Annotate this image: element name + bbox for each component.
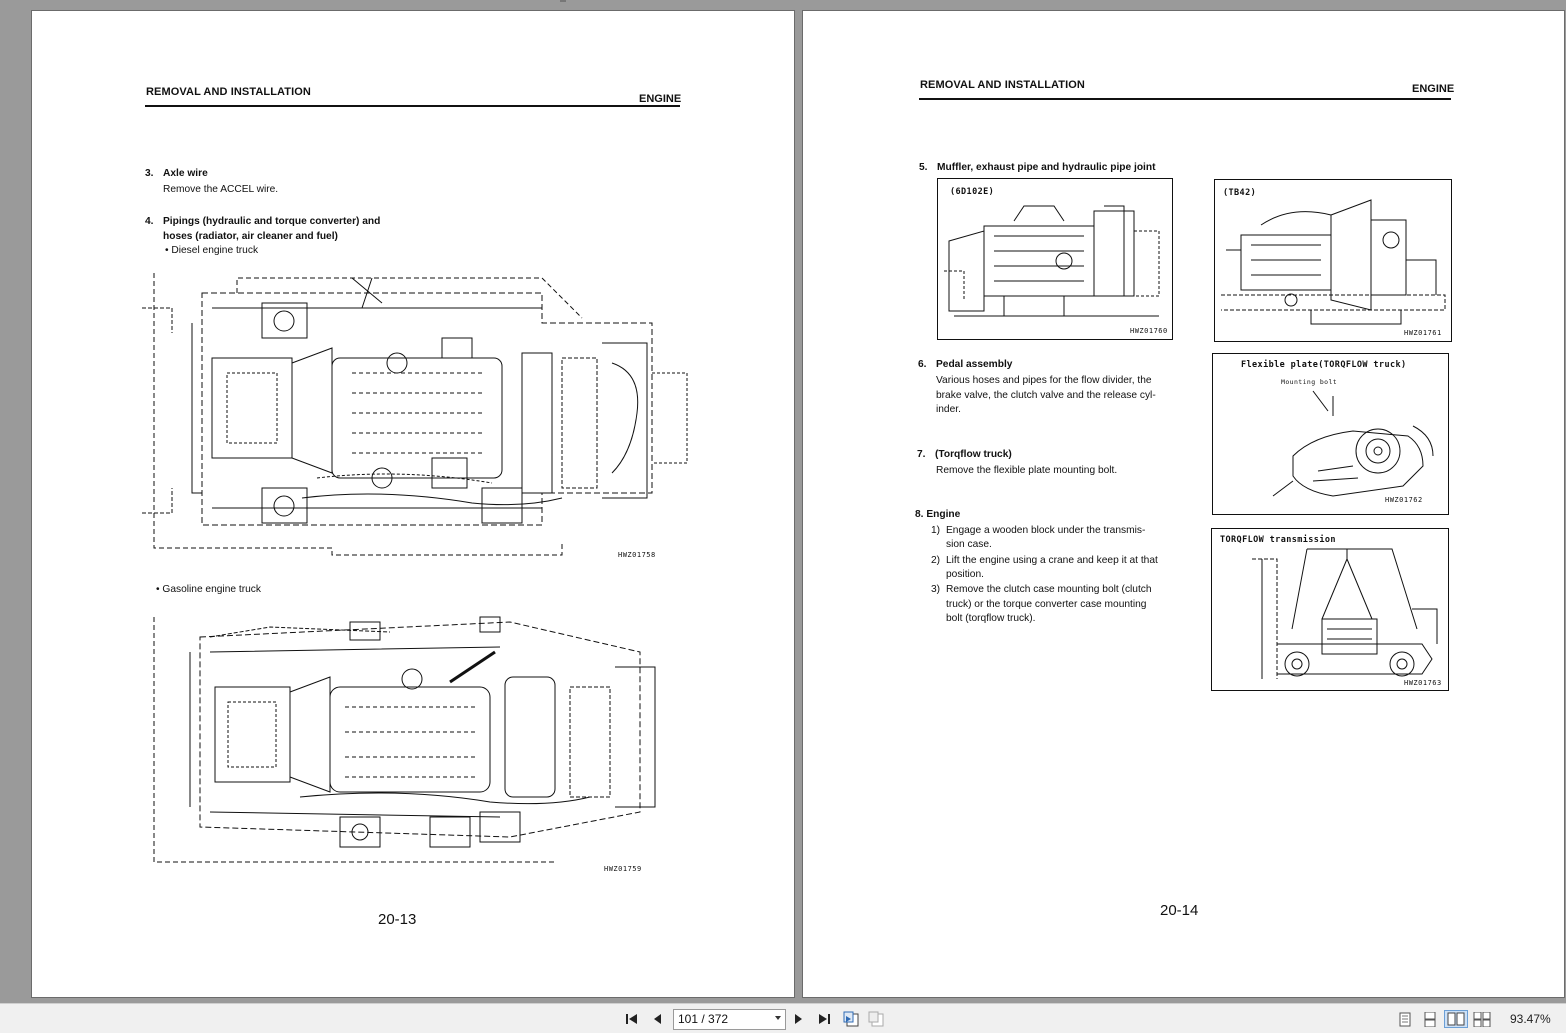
step-8-1: 1)Engage a wooden block under the transm… (931, 525, 1146, 536)
fig-code: HWZ01763 (1404, 679, 1442, 687)
page-20-13: REMOVAL AND INSTALLATION ENGINE 3.Axle w… (31, 10, 795, 998)
figure-label: TORQFLOW transmission (1220, 535, 1336, 545)
section-4-heading-cont: hoses (radiator, air cleaner and fuel) (163, 231, 338, 242)
gasoline-chassis-drawing (153, 616, 656, 863)
step-8-2-cont: position. (946, 569, 984, 580)
document-viewport[interactable]: REMOVAL AND INSTALLATION ENGINE 3.Axle w… (0, 0, 1566, 1003)
previous-view-icon[interactable] (842, 1010, 860, 1028)
figure-6d102e: (6D102E) HWZ01760 (937, 178, 1173, 340)
scroll-indicator (560, 0, 566, 2)
section-3-heading: 3.Axle wire (145, 168, 208, 179)
page-number-left: 20-13 (378, 911, 417, 928)
prev-page-icon[interactable] (648, 1010, 666, 1028)
step-8-3-cont1: truck) or the torque converter case moun… (946, 599, 1147, 610)
running-header-right: ENGINE (639, 93, 682, 105)
section-6-heading: 6.Pedal assembly (918, 359, 1013, 370)
step-8-2: 2)Lift the engine using a crane and keep… (931, 555, 1158, 566)
section-5-heading: 5.Muffler, exhaust pipe and hydraulic pi… (919, 162, 1156, 173)
figure-torqflow-transmission: TORQFLOW transmission (1211, 528, 1449, 691)
section-6-line3: inder. (936, 404, 961, 415)
section-4-heading: 4.Pipings (hydraulic and torque converte… (145, 216, 381, 227)
section-7-heading: 7.(Torqflow truck) (917, 449, 1012, 460)
zoom-level[interactable]: 93.47% (1510, 1012, 1551, 1026)
diesel-chassis-drawing (142, 273, 688, 556)
engine-6d102e-drawing (944, 205, 1160, 317)
header-rule (145, 105, 680, 107)
figure-label: Flexible plate(TORQFLOW truck) (1241, 360, 1407, 370)
step-8-3: 3)Remove the clutch case mounting bolt (… (931, 584, 1152, 595)
step-8-3-cont2: bolt (torqflow truck). (946, 613, 1036, 624)
fig-code: HWZ01761 (1404, 329, 1442, 337)
fig-code-diesel: HWZ01758 (618, 551, 656, 559)
bullet-diesel: • Diesel engine truck (165, 245, 259, 256)
continuous-icon[interactable] (1421, 1010, 1439, 1028)
mounting-bolt-label: Mounting bolt (1281, 378, 1338, 386)
next-view-icon[interactable] (867, 1010, 885, 1028)
fig-code: HWZ01762 (1385, 496, 1423, 504)
page-number-value: 101 / 372 (678, 1012, 729, 1026)
page-20-14: REMOVAL AND INSTALLATION ENGINE 5.Muffle… (802, 10, 1565, 998)
next-page-icon[interactable] (790, 1010, 808, 1028)
header-rule (919, 98, 1451, 100)
continuous-facing-icon[interactable] (1473, 1010, 1491, 1028)
page-number-field[interactable]: 101 / 372 (673, 1009, 786, 1030)
page-number-right: 20-14 (1160, 902, 1199, 919)
figure-tb42: (TB42) HWZ01761 (1214, 179, 1452, 342)
figure-flexible-plate: Flexible plate(TORQFLOW truck) Mounting … (1212, 353, 1449, 515)
first-page-icon[interactable] (623, 1010, 641, 1028)
bullet-gasoline: • Gasoline engine truck (156, 584, 261, 595)
flexible-plate-drawing (1272, 390, 1434, 497)
facing-icon[interactable] (1444, 1010, 1468, 1028)
dropdown-arrow-icon (775, 1016, 781, 1020)
section-6-line2: brake valve, the clutch valve and the re… (936, 390, 1156, 401)
section-6-line1: Various hoses and pipes for the flow div… (936, 375, 1152, 386)
single-page-icon[interactable] (1396, 1010, 1414, 1028)
section-8-heading: 8. Engine (915, 509, 961, 520)
engine-tb42-drawing (1221, 199, 1446, 325)
running-header-left: REMOVAL AND INSTALLATION (920, 79, 1085, 91)
fig-code-gasoline: HWZ01759 (604, 865, 642, 873)
step-8-1-cont: sion case. (946, 539, 992, 550)
fig-code: HWZ01760 (1130, 327, 1168, 335)
running-header-right: ENGINE (1412, 83, 1455, 95)
running-header-left: REMOVAL AND INSTALLATION (146, 86, 311, 98)
navigation-toolbar: 101 / 372 93.47% (0, 1003, 1566, 1033)
section-3-text: Remove the ACCEL wire. (163, 184, 279, 195)
last-page-icon[interactable] (815, 1010, 833, 1028)
forklift-hoist-drawing (1252, 548, 1438, 679)
figure-label: (6D102E) (950, 187, 995, 197)
section-7-text: Remove the flexible plate mounting bolt. (936, 465, 1118, 476)
figure-label: (TB42) (1223, 188, 1257, 198)
